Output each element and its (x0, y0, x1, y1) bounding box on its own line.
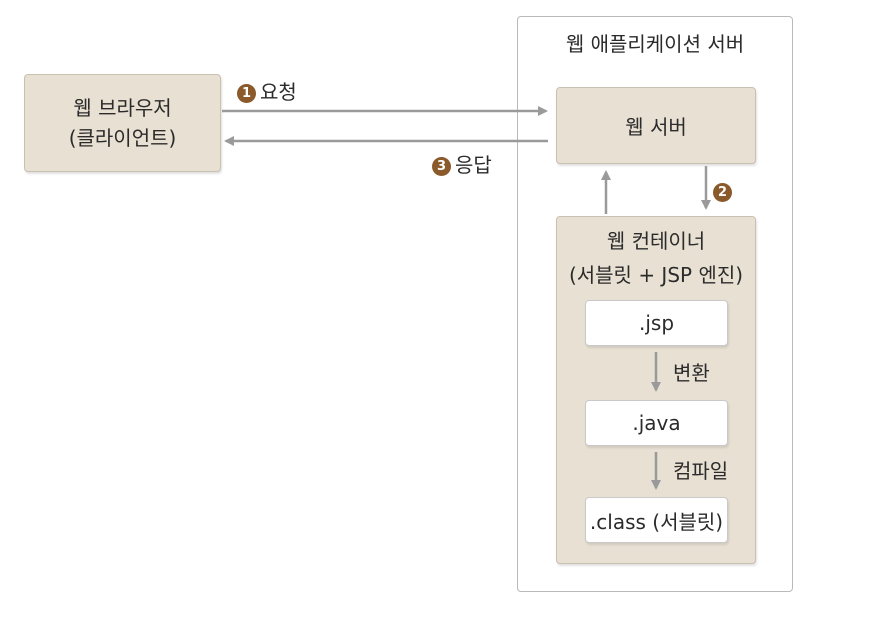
container-engine-label: (서블릿 + JSP 엔진) (568, 263, 744, 287)
step-3-badge: 3 (432, 157, 451, 176)
class-file-box: .class (서블릿) (585, 497, 728, 543)
client-label: (클라이언트) (68, 126, 177, 150)
jsp-file-label: .jsp (638, 311, 675, 335)
compile-label: 컴파일 (673, 459, 729, 483)
java-file-box: .java (585, 400, 728, 446)
web-browser-box: 웹 브라우저 (클라이언트) (24, 74, 221, 172)
java-file-label: .java (632, 411, 681, 435)
response-label: 응답 (455, 153, 492, 177)
web-container-label: 웹 컨테이너 (606, 229, 706, 253)
web-browser-label: 웹 브라우저 (73, 96, 172, 120)
step-2-badge: 2 (713, 183, 732, 202)
convert-label: 변환 (673, 361, 710, 385)
class-file-label: .class (서블릿) (589, 509, 724, 534)
request-label: 요청 (260, 80, 297, 104)
step-1-badge: 1 (237, 84, 256, 103)
web-server-box: 웹 서버 (556, 87, 756, 164)
web-server-label: 웹 서버 (625, 115, 687, 139)
web-application-server-title: 웹 애플리케이션 서버 (565, 32, 745, 56)
forward-step-label: 2 (713, 178, 736, 204)
jsp-file-box: .jsp (585, 300, 728, 346)
